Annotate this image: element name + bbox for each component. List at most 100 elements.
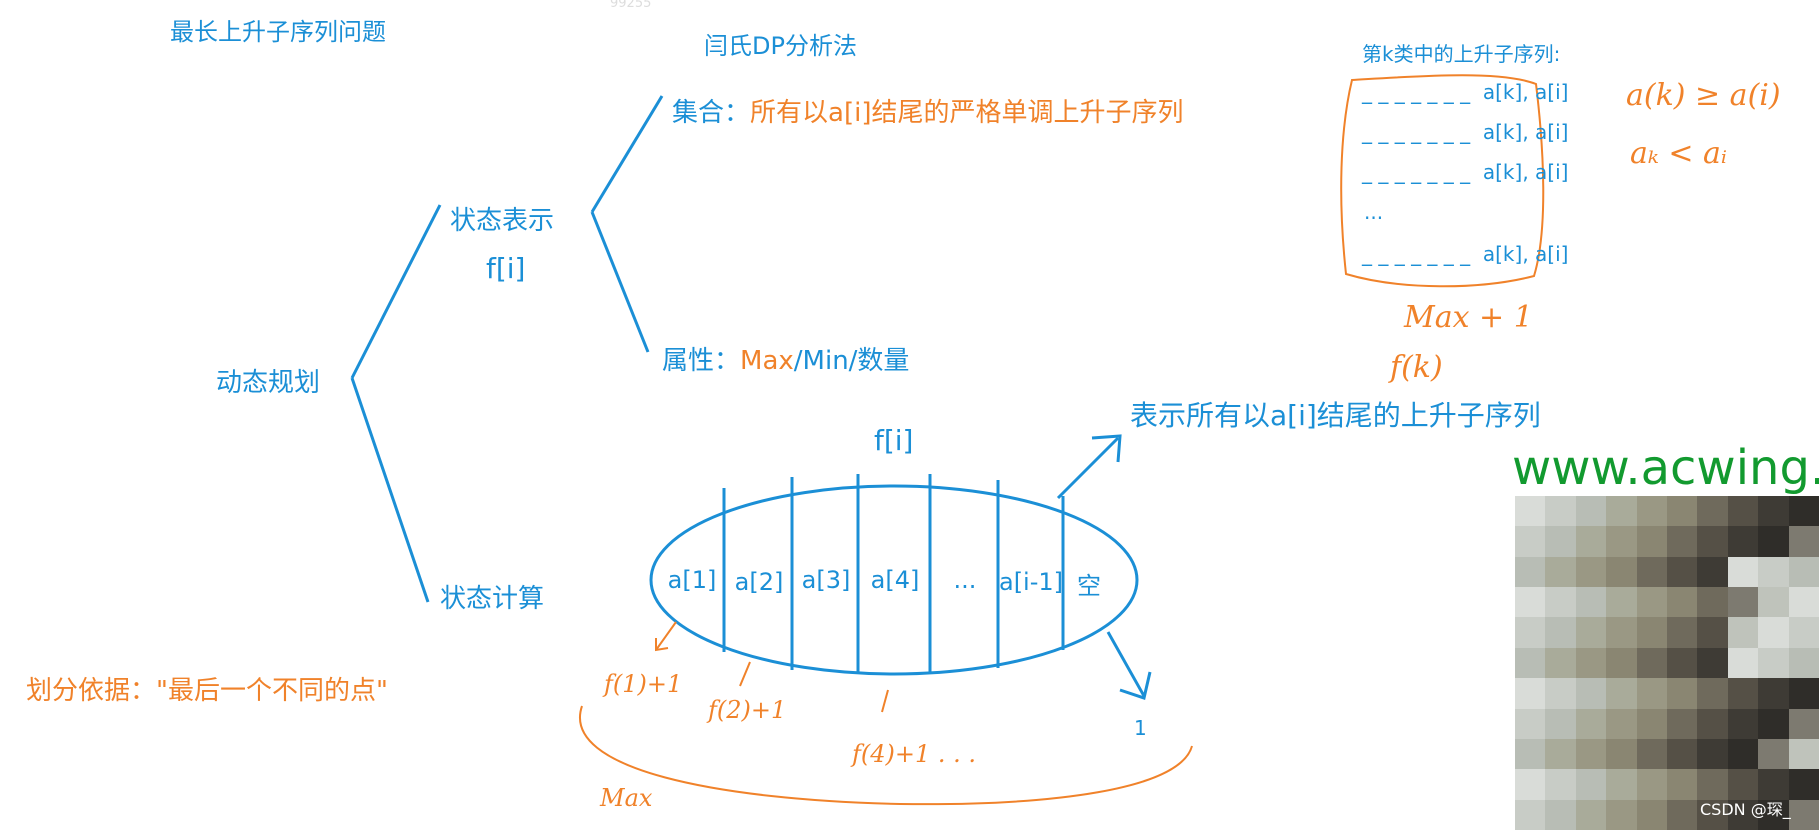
- mosaic-tile: [1758, 496, 1789, 527]
- mosaic-tile: [1606, 738, 1637, 770]
- mosaic-tile: [1606, 587, 1637, 618]
- mosaic-tile: [1788, 708, 1819, 739]
- state-repr-label: 状态表示: [450, 206, 555, 236]
- mosaic-tile: [1666, 617, 1698, 648]
- kclass-title: 第k类中的上升子序列:: [1362, 42, 1561, 66]
- mosaic-tile: [1697, 526, 1728, 557]
- kclass-row: _ _ _ _ _ _ _ a[k], a[i]: [1362, 120, 1568, 144]
- webcam-mosaic: [1515, 496, 1819, 830]
- mosaic-tile: [1515, 799, 1546, 830]
- mosaic-tile: [1788, 617, 1819, 648]
- branch-attr: [590, 211, 650, 353]
- mosaic-tile: [1606, 617, 1637, 648]
- mosaic-tile: [1697, 496, 1728, 527]
- kclass-row-ellipsis: ...: [1364, 200, 1384, 224]
- mosaic-tile: [1666, 526, 1698, 557]
- arrow-down: [1106, 631, 1146, 697]
- mosaic-tile: [1575, 799, 1607, 830]
- mosaic-tile: [1606, 769, 1637, 800]
- page-title: 最长上升子序列问题: [170, 18, 386, 46]
- mosaic-tile: [1575, 526, 1607, 557]
- mosaic-tile: [1788, 496, 1819, 527]
- mosaic-tile: [1666, 496, 1698, 527]
- mosaic-tile: [1727, 647, 1759, 679]
- mosaic-tile: [1545, 738, 1576, 770]
- mosaic-tile: [1575, 708, 1607, 739]
- mosaic-tile: [1758, 647, 1789, 679]
- mosaic-tile: [1575, 496, 1607, 527]
- kclass-box: [1340, 74, 1545, 288]
- empty-value: 1: [1134, 716, 1147, 740]
- row-ai: , a[i]: [1522, 242, 1569, 266]
- mosaic-tile: [1788, 647, 1819, 679]
- hand-cond1: a(k) ≥ a(i): [1626, 78, 1781, 113]
- mosaic-tile: [1545, 769, 1576, 800]
- row-ak: a[k]: [1482, 160, 1523, 184]
- root-node: 动态规划: [216, 368, 321, 398]
- mosaic-tile: [1545, 678, 1576, 709]
- mosaic-tile: [1727, 769, 1759, 800]
- mosaic-tile: [1788, 587, 1819, 618]
- mosaic-tile: [1545, 799, 1576, 830]
- mosaic-tile: [1636, 738, 1667, 770]
- mosaic-tile: [1697, 769, 1728, 800]
- mosaic-tile: [1606, 496, 1637, 527]
- mosaic-tile: [1636, 799, 1667, 830]
- mosaic-tile: [1545, 708, 1576, 739]
- mosaic-tile: [1515, 587, 1546, 618]
- set-text: 所有以a[i]结尾的严格单调上升子序列: [750, 98, 1184, 128]
- mosaic-tile: [1575, 556, 1607, 588]
- mosaic-tile: [1545, 526, 1576, 557]
- mosaic-tile: [1636, 496, 1667, 527]
- mosaic-tile: [1727, 556, 1759, 588]
- mosaic-tile: [1575, 678, 1607, 709]
- mosaic-tile: [1545, 587, 1576, 618]
- mosaic-tile: [1636, 587, 1667, 618]
- attr-max: Max: [740, 346, 794, 376]
- partition-basis: 划分依据："最后一个不同的点": [26, 676, 388, 706]
- hand-f1: f(1)+1: [604, 670, 683, 698]
- hand-max-bottom: Max: [600, 784, 653, 812]
- kclass-row: _ _ _ _ _ _ _ a[k], a[i]: [1362, 160, 1568, 184]
- mosaic-tile: [1697, 647, 1728, 679]
- mosaic-tile: [1575, 647, 1607, 679]
- mosaic-tile: [1666, 587, 1698, 618]
- mosaic-tile: [1727, 738, 1759, 770]
- hand-cond2: aₖ < aᵢ: [1630, 136, 1727, 171]
- mosaic-tile: [1575, 587, 1607, 618]
- mosaic-tile: [1697, 678, 1728, 709]
- mosaic-tile: [1697, 738, 1728, 770]
- csdn-credit: CSDN @琛_: [1700, 800, 1791, 819]
- mosaic-tile: [1758, 678, 1789, 709]
- attr-prefix: 属性：: [662, 346, 741, 376]
- mosaic-tile: [1666, 556, 1698, 588]
- mosaic-tile: [1758, 526, 1789, 557]
- mosaic-tile: [1758, 708, 1789, 739]
- cell-a1: a[1]: [667, 566, 717, 594]
- mosaic-tile: [1606, 556, 1637, 588]
- mosaic-tile: [1697, 708, 1728, 739]
- mosaic-tile: [1666, 647, 1698, 679]
- mosaic-tile: [1758, 738, 1789, 770]
- dashes: _ _ _ _ _ _ _: [1362, 120, 1471, 144]
- hand-f4: f(4)+1 . . .: [852, 740, 977, 768]
- ellipse-title: f[i]: [874, 424, 914, 457]
- cell-a2: a[2]: [734, 568, 784, 596]
- kclass-row: _ _ _ _ _ _ _ a[k], a[i]: [1362, 80, 1568, 104]
- arrow-up: [1056, 436, 1120, 500]
- mosaic-tile: [1666, 708, 1698, 739]
- cell-empty: 空: [1077, 572, 1101, 600]
- hand-f2: f(2)+1: [708, 696, 787, 724]
- bottom-brace: [579, 705, 1193, 806]
- branch-set: [590, 95, 664, 213]
- attr-rest: /Min/数量: [793, 346, 910, 376]
- mosaic-tile: [1788, 556, 1819, 588]
- arrow-text: 表示所有以a[i]结尾的上升子序列: [1130, 399, 1541, 432]
- mosaic-tile: [1515, 678, 1546, 709]
- mosaic-tile: [1606, 526, 1637, 557]
- mosaic-tile: [1636, 647, 1667, 679]
- mosaic-tile: [1788, 738, 1819, 770]
- state-calc-label: 状态计算: [440, 584, 545, 614]
- mosaic-tile: [1606, 678, 1637, 709]
